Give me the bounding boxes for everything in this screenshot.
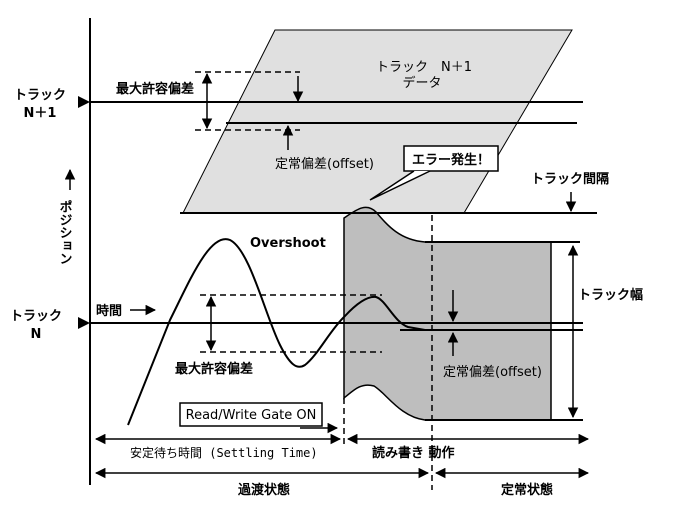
label-data-region-line1: トラック N＋1 — [376, 60, 472, 75]
gate-on-box — [179, 402, 323, 427]
label-position-axis: ポジション — [57, 199, 73, 265]
label-error-callout: エラー発生！ — [412, 152, 490, 168]
label-track-width: トラック幅 — [578, 287, 643, 303]
head-position-curve — [127, 238, 426, 426]
label-offset-right: 定常偏差(offset) — [443, 365, 542, 380]
track-n1-marker — [78, 96, 90, 108]
label-overshoot: Overshoot — [250, 236, 326, 251]
read-write-region — [343, 206, 552, 421]
label-max-deviation-top: 最大許容偏差 — [116, 81, 194, 97]
track-n1-data-region — [182, 29, 573, 214]
label-steady-state: 定常状態 — [500, 482, 553, 498]
track-n-marker — [78, 317, 90, 329]
label-max-deviation-bottom: 最大許容偏差 — [175, 361, 253, 377]
label-track-n1-line1: トラック — [14, 88, 66, 103]
label-track-n-line1: トラック — [10, 309, 62, 324]
label-track-pitch: トラック間隔 — [531, 171, 609, 187]
error-callout-pointer — [369, 170, 431, 201]
label-offset-top: 定常偏差(offset) — [275, 157, 374, 172]
label-time-axis: 時間 — [96, 303, 122, 319]
label-track-n-line2: N — [31, 327, 42, 342]
label-gate-on: Read/Write Gate ON — [186, 408, 317, 423]
label-read-write: 読み書き 動作 — [372, 445, 455, 461]
error-callout-box — [403, 145, 499, 172]
label-settling-time: 安定待ち時間 (Settling Time) — [130, 445, 318, 460]
label-track-n1-line2: N＋1 — [24, 106, 57, 121]
label-data-region-line2: データ — [402, 75, 441, 91]
label-transient-state: 過渡状態 — [237, 482, 290, 498]
